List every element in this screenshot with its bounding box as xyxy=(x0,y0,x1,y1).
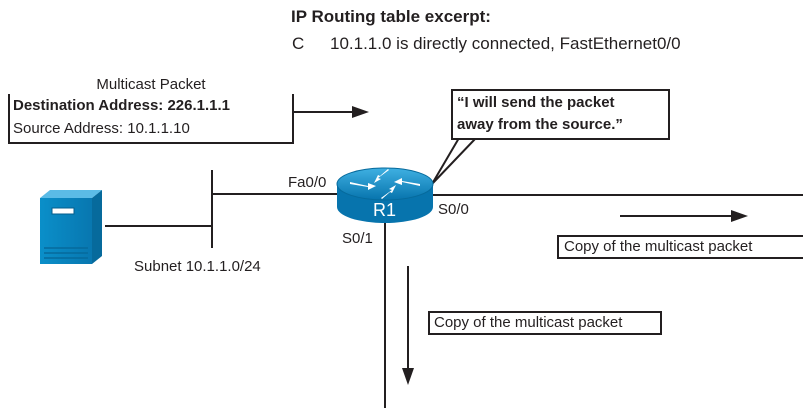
callout-line1: “I will send the packet xyxy=(457,94,615,111)
routing-table-heading: IP Routing table excerpt: xyxy=(291,7,491,26)
iface-fa00-label: Fa0/0 xyxy=(288,174,327,191)
packet-box-title: Multicast Packet xyxy=(8,76,294,94)
routing-entry-code: C xyxy=(292,34,305,53)
copy-down-box xyxy=(428,311,662,335)
iface-s01-label: S0/1 xyxy=(342,230,373,247)
routing-entry-text: 10.1.1.0 is directly connected, FastEthe… xyxy=(330,34,681,53)
packet-destination: Destination Address: 226.1.1.1 xyxy=(13,97,231,114)
copy-right-label: Copy of the multicast packet xyxy=(564,238,753,255)
packet-arrow-head xyxy=(352,106,369,118)
callout-box xyxy=(451,89,670,140)
packet-source: Source Address: 10.1.1.10 xyxy=(13,120,190,137)
arrow-down-head xyxy=(402,368,414,385)
copy-down-label: Copy of the multicast packet xyxy=(434,314,623,331)
callout-pointer xyxy=(431,137,479,185)
router-icon xyxy=(336,167,434,223)
callout-line2: away from the source.” xyxy=(457,116,623,133)
server-icon xyxy=(40,190,103,264)
arrow-right-head xyxy=(731,210,748,222)
copy-right-box xyxy=(557,235,803,259)
packet-title-text: Multicast Packet xyxy=(96,76,206,93)
subnet-label: Subnet 10.1.1.0/24 xyxy=(134,258,261,275)
router-name: R1 xyxy=(373,200,397,220)
iface-s00-label: S0/0 xyxy=(438,201,469,218)
